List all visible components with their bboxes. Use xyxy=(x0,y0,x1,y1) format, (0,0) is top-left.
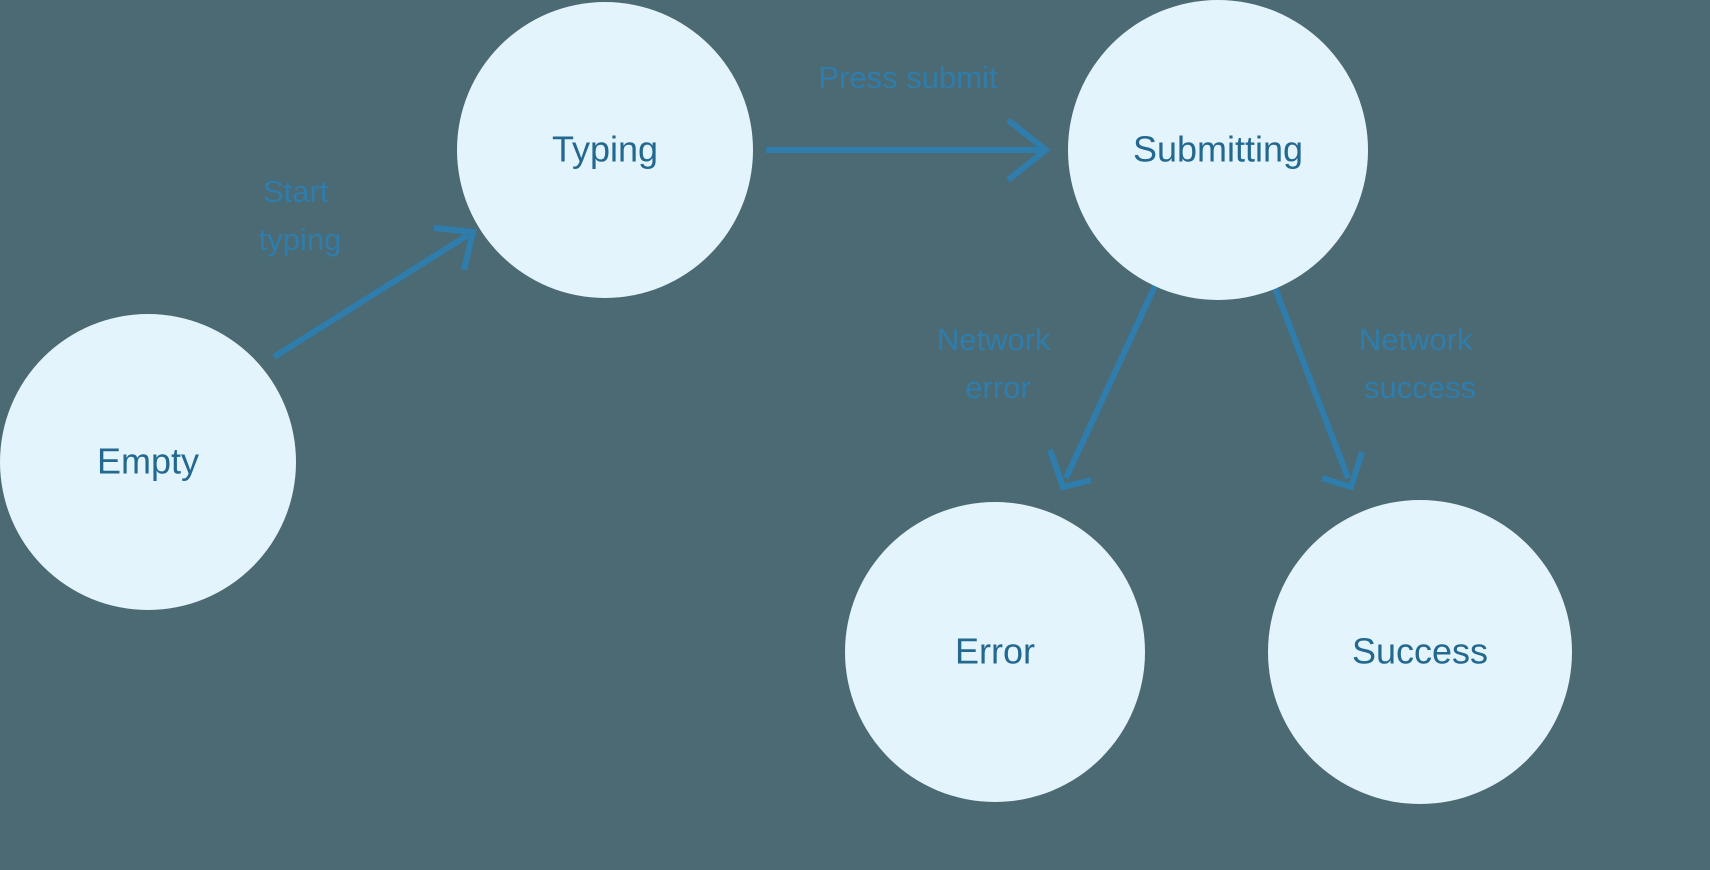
edge-label-line-1: Network xyxy=(937,322,1051,357)
node-success-label: Success xyxy=(1352,631,1488,672)
edge-label-line-1: Start xyxy=(263,174,329,209)
node-success[interactable]: Success xyxy=(1268,500,1572,804)
edge-empty-to-typing-line xyxy=(272,232,470,360)
node-error[interactable]: Error xyxy=(845,502,1145,802)
edge-empty-to-typing[interactable]: Start typing xyxy=(259,174,477,360)
node-error-circle xyxy=(845,502,1145,802)
edge-empty-to-typing-arrowhead xyxy=(433,225,477,271)
edge-label-line-1: Network xyxy=(1359,322,1473,357)
edge-submitting-to-error-label: Network error xyxy=(937,322,1059,405)
node-empty-circle xyxy=(0,314,296,610)
node-success-circle xyxy=(1268,500,1572,804)
edge-label-line-2: error xyxy=(965,370,1030,405)
node-typing-label: Typing xyxy=(552,129,658,170)
edge-typing-to-submitting-label: Press submit xyxy=(818,60,998,95)
node-submitting[interactable]: Submitting xyxy=(1068,0,1368,300)
node-submitting-label: Submitting xyxy=(1133,129,1303,170)
edge-submitting-to-success-line xyxy=(1272,286,1351,480)
edge-submitting-to-error[interactable]: Network error xyxy=(937,284,1158,491)
edge-submitting-to-success-arrowhead xyxy=(1321,451,1365,491)
edge-label-line-1: Press submit xyxy=(818,60,998,95)
edge-submitting-to-success[interactable]: Network success xyxy=(1272,286,1481,491)
edge-submitting-to-success-label: Network success xyxy=(1359,322,1481,405)
node-empty[interactable]: Empty xyxy=(0,314,296,610)
edge-typing-to-submitting[interactable]: Press submit xyxy=(766,60,1051,183)
edge-submitting-to-error-arrowhead xyxy=(1047,449,1092,491)
edge-submitting-to-error-line xyxy=(1063,284,1158,480)
node-submitting-circle xyxy=(1068,0,1368,300)
edge-typing-to-submitting-arrowhead xyxy=(1006,117,1051,183)
node-typing[interactable]: Typing xyxy=(457,2,753,298)
node-error-label: Error xyxy=(955,631,1035,672)
edge-label-line-2: success xyxy=(1364,370,1476,405)
node-typing-circle xyxy=(457,2,753,298)
node-empty-label: Empty xyxy=(97,441,199,482)
edge-empty-to-typing-label: Start typing xyxy=(259,174,342,257)
edge-label-line-2: typing xyxy=(259,222,342,257)
